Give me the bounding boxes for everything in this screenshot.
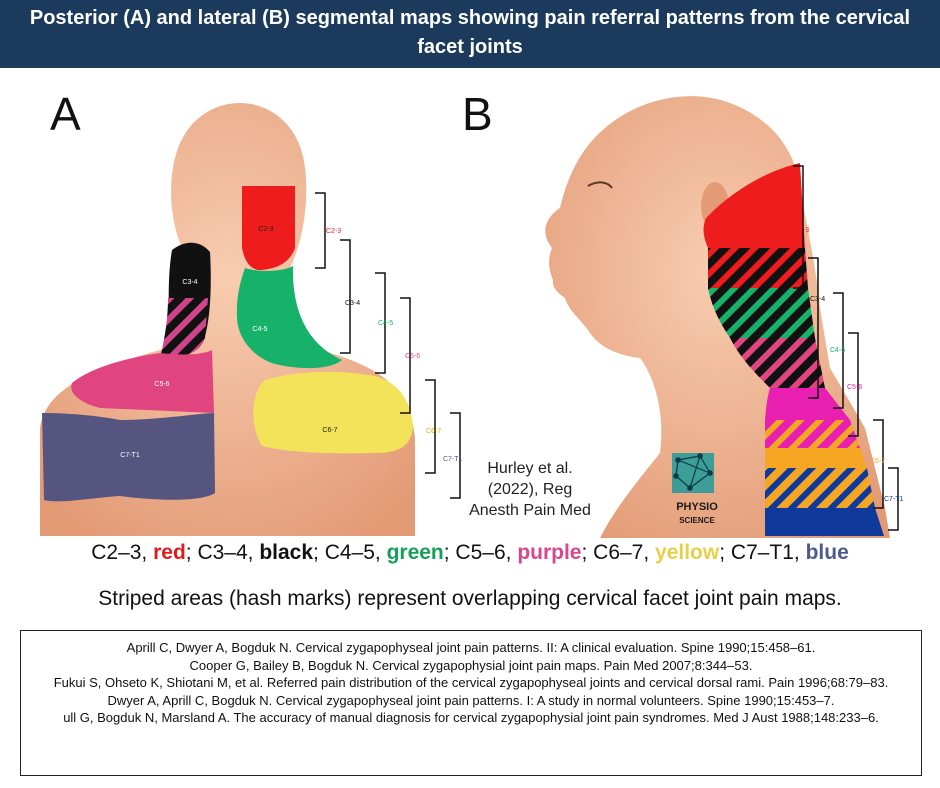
b-region-c23 xyxy=(703,163,805,248)
b-region-c56 xyxy=(765,388,850,420)
reference-item: ull G, Bogduk N, Marsland A. The accurac… xyxy=(63,710,879,726)
page-title: Posterior (A) and lateral (B) segmental … xyxy=(0,0,940,68)
legend-c23-color: red xyxy=(153,541,186,564)
b-overlap-c45-c56 xyxy=(730,338,825,388)
a-bracket-c34-label: C3-4 xyxy=(345,300,360,307)
b-overlap-c34-c45 xyxy=(708,288,815,338)
a-bracket-c56 xyxy=(400,297,411,414)
b-overlap-c67-c7t1 xyxy=(765,468,875,508)
diagram-figure: A C2-3 C3-4 C4-5 C5-6 C7-T1 C6-7 C2-3 C3… xyxy=(0,68,940,540)
legend-c34-level: ; C3–4, xyxy=(185,541,260,564)
logo-network-icon xyxy=(673,453,713,491)
logo-text-physio: PHYSIO xyxy=(676,501,718,513)
a-bracket-c7t1-label: C7-T1 xyxy=(443,456,463,463)
a-brackets xyxy=(315,192,461,499)
citation-line-3: Anesth Pain Med xyxy=(469,502,591,519)
legend-c23-level: C2–3, xyxy=(91,541,154,564)
b-bracket-c34-label: C3-4 xyxy=(810,296,825,303)
physio-science-logo: PHYSIO SCIENCE xyxy=(672,453,718,525)
diagram-svg: A C2-3 C3-4 C4-5 C5-6 C7-T1 C6-7 C2-3 C3… xyxy=(40,88,904,539)
overlap-note: Striped areas (hash marks) represent ove… xyxy=(98,587,842,610)
b-overlap-c23-c34 xyxy=(708,248,808,288)
a-bracket-c34 xyxy=(340,239,351,354)
a-region-c45-label: C4-5 xyxy=(252,326,267,333)
legend-c56-level: ; C5–6, xyxy=(443,541,518,564)
panel-b-label: B xyxy=(462,88,493,140)
a-region-c7t1 xyxy=(42,413,215,502)
b-bracket-c45 xyxy=(833,292,844,409)
a-region-c67 xyxy=(253,371,413,454)
b-bracket-c45-label: C4-5 xyxy=(830,347,845,354)
b-region-c7t1 xyxy=(765,508,884,536)
legend-c34-color: black xyxy=(259,541,314,564)
references-box: Aprill C, Dwyer A, Bogduk N. Cervical zy… xyxy=(20,630,922,776)
a-overlap-c34-c56 xyxy=(160,298,208,358)
reference-item: Fukui S, Ohseto K, Shiotani M, et al. Re… xyxy=(53,675,889,691)
a-region-c45 xyxy=(236,266,342,369)
a-bracket-c67 xyxy=(425,379,436,474)
a-region-c67-label: C6-7 xyxy=(322,427,337,434)
logo-text-science: SCIENCE xyxy=(679,516,715,525)
panel-a-label: A xyxy=(50,88,81,140)
legend-c56-color: purple xyxy=(517,541,582,564)
b-bracket-c67 xyxy=(873,419,884,509)
legend-c45-color: green xyxy=(386,541,444,564)
citation-line-2: (2022), Reg xyxy=(488,481,573,498)
a-bracket-c23 xyxy=(315,192,326,269)
legend-c67-level: ; C6–7, xyxy=(581,541,656,564)
reference-item: Dwyer A, Aprill C, Bogduk N. Cervical zy… xyxy=(107,692,835,708)
a-bracket-c67-label: C6-7 xyxy=(426,428,441,435)
a-region-c23-label: C2-3 xyxy=(258,226,273,233)
citation-line-1: Hurley et al. xyxy=(487,460,572,477)
a-bracket-c56-label: C5-6 xyxy=(405,353,420,360)
b-bracket-c23 xyxy=(793,165,804,289)
b-bracket-c56 xyxy=(848,332,859,437)
b-bracket-c34 xyxy=(808,257,819,399)
b-brackets xyxy=(793,165,899,531)
legend-c45-level: ; C4–5, xyxy=(313,541,387,564)
b-bracket-c7t1 xyxy=(888,467,899,531)
a-region-c34-label: C3-4 xyxy=(182,279,197,286)
a-bracket-c45-label: C4-5 xyxy=(378,320,393,327)
legend-c67-color: yellow xyxy=(655,541,720,564)
legend-c7t1-color: blue xyxy=(805,541,849,564)
a-bracket-c45 xyxy=(375,272,386,374)
a-region-c56-label: C5-6 xyxy=(154,381,169,388)
legend-c7t1-level: ; C7–T1, xyxy=(719,541,806,564)
b-bracket-c67-label: C6-7 xyxy=(870,458,885,465)
color-legend: C2–3, red; C3–4, black; C4–5, green; C5–… xyxy=(0,541,940,565)
b-overlap-c56-c67 xyxy=(765,420,860,448)
b-bracket-c7t1-label: C7-T1 xyxy=(884,496,904,503)
reference-item: Aprill C, Dwyer A, Bogduk N. Cervical zy… xyxy=(126,640,816,655)
panel-b-eye xyxy=(587,181,613,189)
a-region-c23 xyxy=(242,186,295,270)
b-bracket-c23-label: C2-3 xyxy=(794,227,809,234)
a-bracket-c23-label: C2-3 xyxy=(326,228,341,235)
a-region-c7t1-label: C7-T1 xyxy=(120,452,140,459)
a-region-c56 xyxy=(71,350,214,413)
a-bracket-c7t1 xyxy=(450,412,461,499)
b-bracket-c56-label: C5-6 xyxy=(847,384,862,391)
reference-item: Cooper G, Bailey B, Bogduk N. Cervical z… xyxy=(189,657,753,673)
b-region-c67 xyxy=(765,448,867,468)
